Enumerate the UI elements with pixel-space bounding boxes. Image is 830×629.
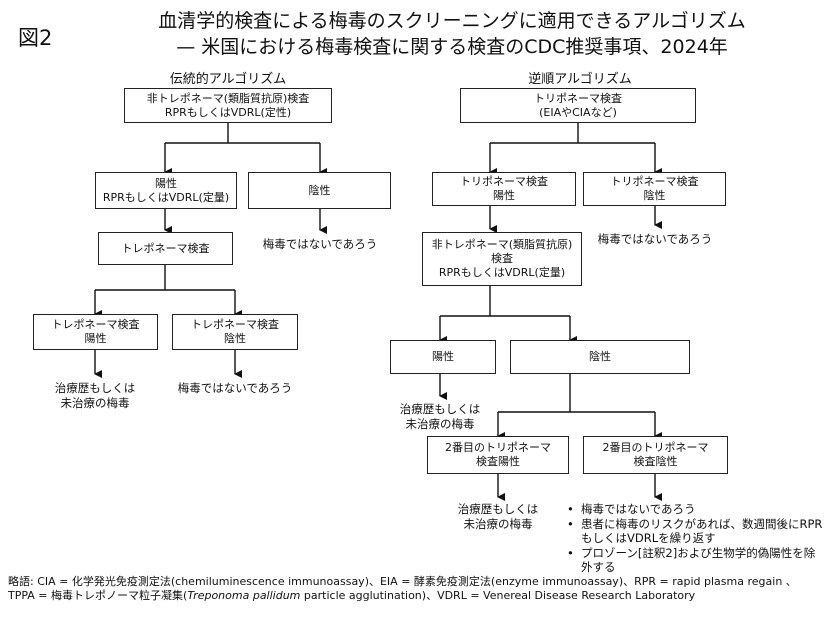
trad-treated-line2: 未治療の梅毒 <box>60 396 130 410</box>
trad-positive-line2: RPRもしくはVDRL(定量) <box>102 190 230 204</box>
rev-second-positive-line1: 2番目のトリポネーマ <box>445 441 551 454</box>
rev-second-negative-line2: 検査陰性 <box>633 455 678 468</box>
trad-trep-positive-line1: トレポネーマ検査 <box>51 318 140 331</box>
trad-trep-test-box: トレポネーマ検査 <box>98 232 233 265</box>
rev-second-negative-line1: 2番目のトリポネーマ <box>602 441 709 454</box>
rev-second-negative-box: 2番目のトリポネーマ 検査陰性 <box>583 436 728 474</box>
footnote-part1: 略語: CIA = 化学発光免疫測定法(chemiluminescence im… <box>8 575 797 602</box>
reverse-heading: 逆順アルゴリズム <box>528 72 632 87</box>
rev-positive-box: 陽性 <box>390 340 496 374</box>
rev-second-treated-result: 治療歴もしくは 未治療の梅毒 <box>443 502 553 532</box>
rev-trep-positive-line1: トリポネーマ検査 <box>460 175 548 188</box>
trad-trep-test-label: トレポネーマ検査 <box>121 241 210 255</box>
trad-trep-negative-box: トレポネーマ検査 陰性 <box>172 314 298 350</box>
figure-title: 血清学的検査による梅毒のスクリーニングに適用できるアルゴリズム — 米国における… <box>92 8 812 60</box>
rev-start-line1: トリポネーマ検査 <box>534 91 622 105</box>
traditional-heading: 伝統的アルゴリズム <box>169 72 287 87</box>
trad-trep-negative-line1: トレポネーマ検査 <box>191 318 279 331</box>
rev-positive-label: 陽性 <box>432 350 454 363</box>
rev-trep-positive-line2: 陽性 <box>493 189 515 202</box>
rev-trep-positive-box: トリポネーマ検査 陽性 <box>432 172 576 206</box>
rev-second-positive-line2: 検査陽性 <box>476 455 520 468</box>
trad-negative-box: 陰性 <box>248 172 391 209</box>
rev-treated-line2: 未治療の梅毒 <box>405 417 475 431</box>
rev-action-item: 梅毒ではないであろう <box>567 502 825 516</box>
rev-treated-result: 治療歴もしくは 未治療の梅毒 <box>385 402 495 432</box>
rev-nontrep-line1: 非トレポネーマ(類脂質抗原) <box>431 238 573 251</box>
rev-negative-actions-list: 梅毒ではないであろう 患者に梅毒のリスクがあれば、数週間後にRPRもしくはVDR… <box>567 502 825 575</box>
trad-trep-positive-box: トレポネーマ検査 陽性 <box>33 314 158 350</box>
footnote-italic: Treponoma pallidum <box>187 589 301 602</box>
trad-treated-result: 治療歴もしくは 未治療の梅毒 <box>40 381 150 411</box>
trad-start-box: 非トレポネーマ(類脂質抗原)検査 RPRもしくはVDRL(定性) <box>124 88 332 123</box>
rev-second-treated-line1: 治療歴もしくは <box>457 502 539 516</box>
rev-treated-line1: 治療歴もしくは <box>399 402 481 416</box>
figure-label: 図2 <box>18 26 53 50</box>
footnote-part2: particle agglutination)、VDRL = Venereal … <box>300 589 696 602</box>
rev-negative-box: 陰性 <box>510 340 690 374</box>
trad-trep-negative-result: 梅毒ではないであろう <box>177 381 293 395</box>
rev-start-box: トリポネーマ検査 (EIAやCIAなど) <box>460 88 696 123</box>
title-line-1: 血清学的検査による梅毒のスクリーニングに適用できるアルゴリズム <box>158 10 746 32</box>
rev-nontrep-line2: 検査 <box>491 252 513 265</box>
abbreviations-footnote: 略語: CIA = 化学発光免疫測定法(chemiluminescence im… <box>8 575 823 603</box>
trad-positive-line1: 陽性 <box>155 176 177 190</box>
rev-trep-negative-box: トリポネーマ検査 陰性 <box>583 172 726 206</box>
title-line-2: — 米国における梅毒検査に関する検査のCDC推奨事項、2024年 <box>176 36 728 58</box>
rev-trep-negative-line1: トリポネーマ検査 <box>610 175 699 188</box>
rev-action-item: プロゾーン[註釈2]および生物学的偽陽性を除外する <box>567 546 825 574</box>
rev-negative-label: 陰性 <box>589 350 611 363</box>
rev-action-item: 患者に梅毒のリスクがあれば、数週間後にRPRもしくはVDRLを繰り返す <box>567 517 825 545</box>
trad-negative-label: 陰性 <box>308 183 331 197</box>
trad-negative-result: 梅毒ではないであろう <box>262 237 378 251</box>
rev-trep-negative-result: 梅毒ではないであろう <box>597 232 713 246</box>
trad-start-line2: RPRもしくはVDRL(定性) <box>164 105 292 119</box>
rev-start-line2: (EIAやCIAなど) <box>539 105 617 119</box>
trad-trep-negative-line2: 陰性 <box>224 332 246 345</box>
rev-second-treated-line2: 未治療の梅毒 <box>463 517 533 531</box>
trad-treated-line1: 治療歴もしくは <box>54 381 136 395</box>
rev-trep-negative-line2: 陰性 <box>643 189 666 202</box>
rev-nontrep-line3: RPRもしくはVDRL(定量) <box>438 266 566 279</box>
trad-positive-box: 陽性 RPRもしくはVDRL(定量) <box>95 172 237 209</box>
rev-second-positive-box: 2番目のトリポネーマ 検査陽性 <box>427 436 569 474</box>
trad-start-line1: 非トレポネーマ(類脂質抗原)検査 <box>146 91 310 105</box>
trad-trep-positive-line2: 陽性 <box>84 332 107 345</box>
rev-nontrep-box: 非トレポネーマ(類脂質抗原) 検査 RPRもしくはVDRL(定量) <box>422 232 582 286</box>
